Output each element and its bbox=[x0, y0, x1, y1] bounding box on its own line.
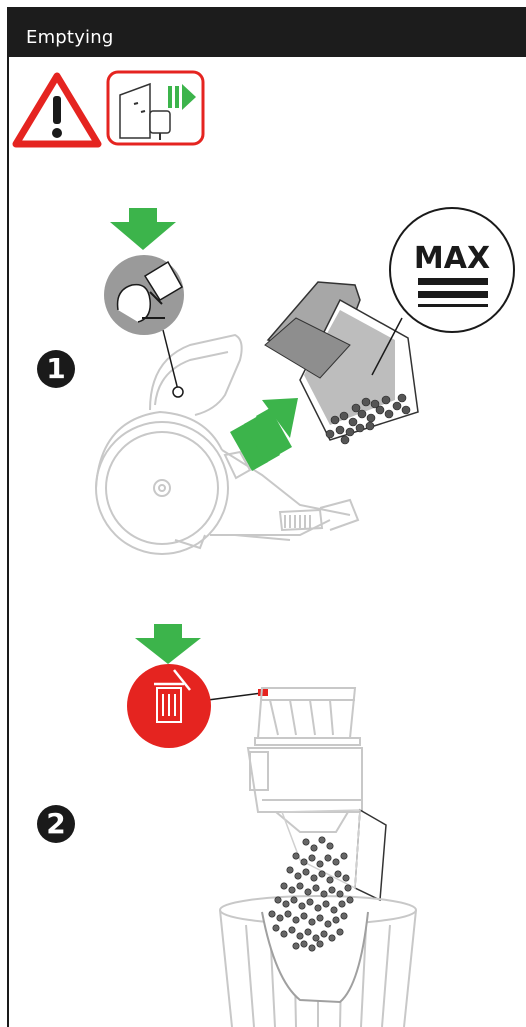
warning-triangle-icon bbox=[16, 76, 98, 144]
step-number-1: 1 bbox=[37, 350, 75, 388]
release-catch-callout bbox=[104, 255, 184, 397]
max-label: MAX bbox=[414, 241, 490, 276]
empty-bin-button-icon bbox=[127, 664, 268, 748]
remove-direction-arrow-icon bbox=[230, 398, 298, 471]
down-arrow-icon bbox=[135, 624, 201, 664]
unplug-from-socket-icon bbox=[108, 72, 203, 144]
step-number-2: 2 bbox=[37, 805, 75, 843]
down-arrow-icon bbox=[110, 208, 176, 250]
